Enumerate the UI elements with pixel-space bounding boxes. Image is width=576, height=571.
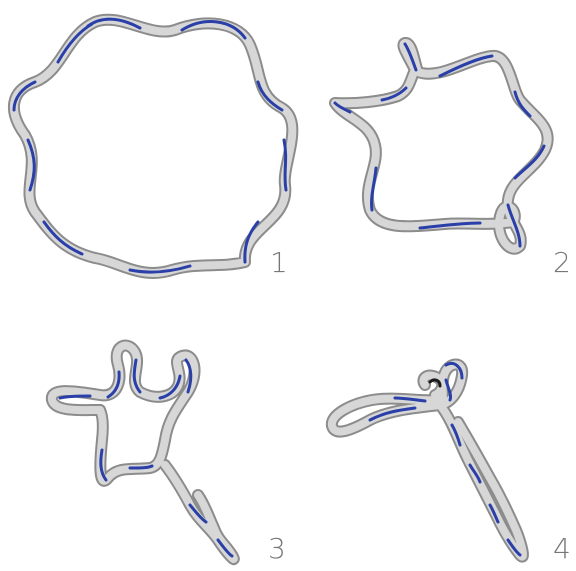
plectoneme-molecule-4 bbox=[332, 363, 523, 556]
panel-4: 4 bbox=[332, 363, 571, 565]
panel-label-3: 3 bbox=[268, 532, 286, 565]
ring-molecule-2 bbox=[335, 43, 548, 249]
tube-bodies bbox=[332, 364, 523, 556]
ring-molecule-1 bbox=[14, 19, 292, 273]
branched-molecule-3 bbox=[52, 346, 234, 559]
panel-2: 2 bbox=[335, 43, 571, 279]
panel-1: 1 bbox=[14, 19, 292, 279]
tube-bodies bbox=[52, 346, 234, 559]
panel-label-2: 2 bbox=[553, 246, 571, 279]
panel-label-1: 1 bbox=[270, 246, 288, 279]
tube-outlines bbox=[332, 364, 523, 556]
panel-label-4: 4 bbox=[553, 532, 571, 565]
panel-3: 3 bbox=[52, 346, 286, 565]
